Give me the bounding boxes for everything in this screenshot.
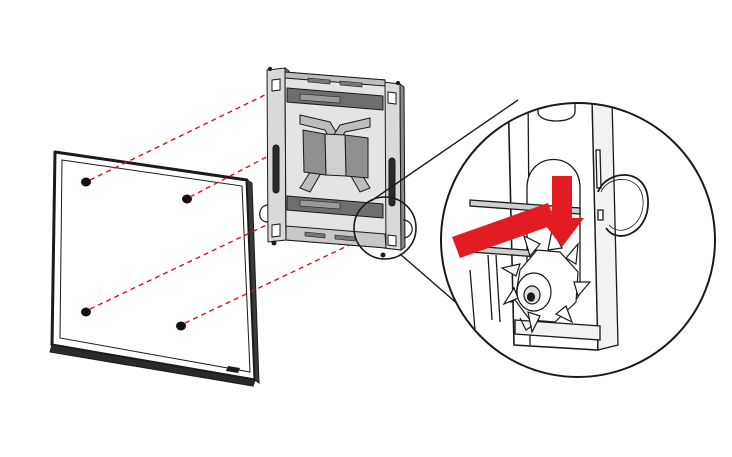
red-arrow-icon [452,176,584,258]
mounting-hole-bottom-left [81,307,91,317]
detail-callout [440,102,716,378]
mounting-hole-top-right [182,194,192,204]
tv-panel [49,150,260,387]
detail-source-circle [353,196,417,260]
wall-bracket [259,66,413,258]
mounting-hole-top-left [81,177,91,187]
mounting-hole-bottom-right [176,321,186,331]
